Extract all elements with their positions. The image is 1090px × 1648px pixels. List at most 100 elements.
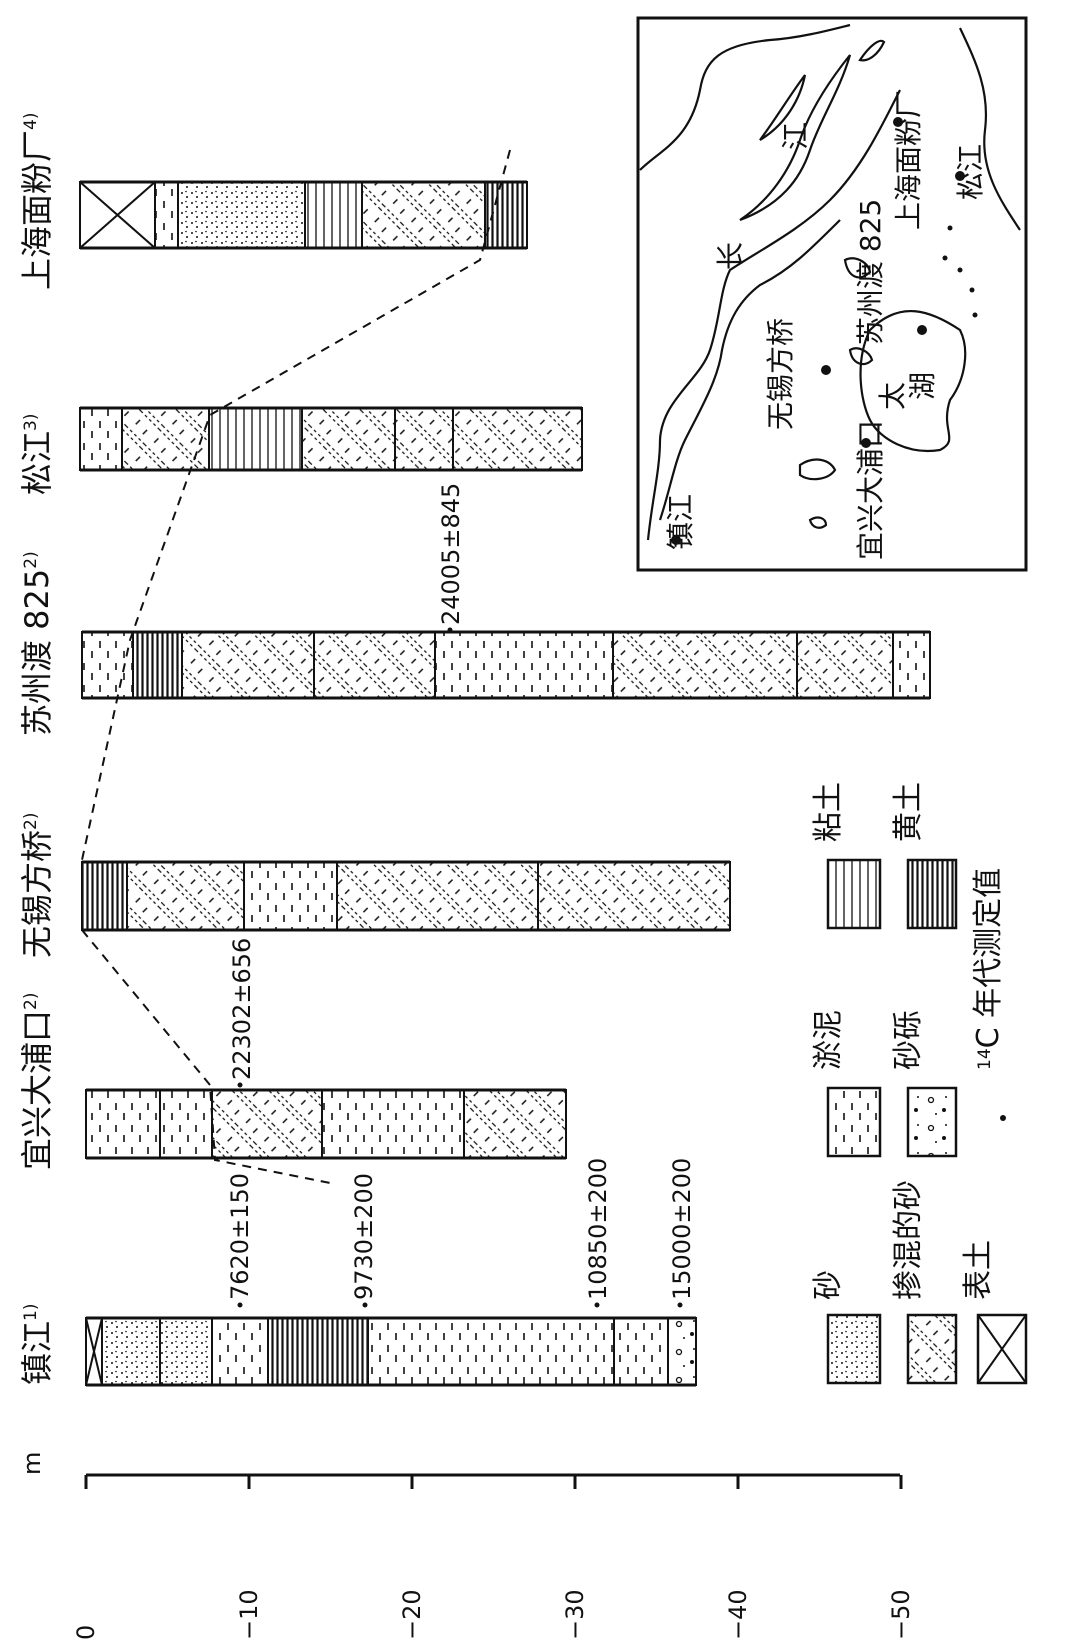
map-island-small bbox=[759, 74, 807, 141]
layer-silt bbox=[243, 861, 338, 931]
c14-dot-symbol bbox=[1000, 1115, 1006, 1121]
legend-swatch-mixed-sand bbox=[906, 1313, 958, 1385]
map-dot-shanghai bbox=[893, 117, 903, 127]
map-dot-zhenjiang bbox=[671, 535, 681, 545]
depth-axis-tick-label: −30 bbox=[561, 1589, 589, 1640]
layer-mixed bbox=[211, 1089, 323, 1159]
layer-mixed bbox=[394, 407, 454, 471]
map-label-yixing: 宜兴大浦口 bbox=[854, 420, 887, 560]
map-dot-songjiang bbox=[955, 171, 965, 181]
layer-mixed bbox=[463, 1089, 567, 1159]
legend-label-sand: 砂 bbox=[811, 1270, 846, 1300]
layer-mixed bbox=[336, 861, 539, 931]
column-label-shanghai: 上海面粉厂4) bbox=[18, 113, 56, 290]
c14-dates: 7620±150 9730±200 10850±200 15000±200 22… bbox=[226, 483, 696, 1308]
layer-mixed bbox=[313, 631, 436, 699]
legend-label-gravel: 砂砾 bbox=[891, 1010, 926, 1070]
layer-sand bbox=[177, 181, 306, 249]
layer-silt bbox=[159, 1089, 213, 1159]
map-site-dots bbox=[671, 117, 978, 545]
map-label-shanghai: 上海面粉厂 bbox=[892, 90, 925, 230]
depth-axis-tick-label: 0 bbox=[72, 1625, 100, 1640]
layer-silt bbox=[154, 181, 179, 249]
topsoil-cross bbox=[79, 181, 156, 249]
date-dot bbox=[677, 1302, 683, 1308]
layer-mixed bbox=[121, 407, 210, 471]
layer-loess bbox=[81, 861, 128, 931]
map-river-bank-south bbox=[646, 89, 901, 541]
layer-mixed bbox=[612, 631, 798, 699]
map-label-zhenjiang: 镇江 bbox=[664, 494, 697, 550]
layer-silt bbox=[321, 1089, 465, 1159]
layer-clay bbox=[208, 407, 303, 471]
map-coast-east bbox=[959, 27, 1021, 231]
depth-axis-tick-label: −20 bbox=[398, 1589, 426, 1640]
date-label-zhenjiang-1: 7620±150 bbox=[226, 1173, 254, 1300]
column-shanghai bbox=[79, 180, 528, 250]
column-songjiang bbox=[79, 406, 583, 472]
date-dot bbox=[362, 1302, 368, 1308]
map-label-lake-1: 太 bbox=[876, 382, 909, 410]
layer-mixed bbox=[796, 631, 894, 699]
layer-clay bbox=[304, 181, 363, 249]
correlation-line-lower bbox=[81, 929, 331, 1184]
legend-label-silt: 淤泥 bbox=[811, 1010, 846, 1070]
inset-map: 镇江 宜兴大浦口 无锡方桥 苏州渡 825 上海面粉厂 松江 长 江 太 湖 bbox=[636, 16, 1028, 572]
layer-mixed bbox=[361, 181, 486, 249]
legend-swatch-silt bbox=[826, 1086, 882, 1158]
date-label-suzhou: 24005±845 bbox=[437, 483, 465, 625]
map-island-tip bbox=[858, 39, 886, 62]
map-lake-dot bbox=[947, 225, 953, 231]
topsoil-cross bbox=[85, 1317, 103, 1386]
layer-silt bbox=[892, 631, 931, 699]
layer-loess bbox=[132, 631, 183, 699]
date-dot bbox=[237, 1302, 243, 1308]
legend-label-clay: 粘土 bbox=[811, 782, 846, 842]
depth-axis-ticks: 0 −10 −20 −30 −40 −50 bbox=[72, 1475, 915, 1640]
column-suzhou bbox=[81, 630, 931, 700]
legend-swatch-loess bbox=[906, 858, 958, 930]
layer-mixed bbox=[301, 407, 396, 471]
correlation-line-upper bbox=[81, 149, 511, 861]
map-label-river-1: 长 bbox=[714, 242, 747, 270]
legend-swatch-sand bbox=[826, 1313, 882, 1385]
map-dot-yixing bbox=[861, 438, 871, 448]
depth-axis-tick-label: −50 bbox=[887, 1589, 915, 1640]
map-label-lake-2: 湖 bbox=[906, 372, 939, 400]
map-river-bank-north bbox=[658, 219, 841, 521]
map-coast-north bbox=[639, 23, 851, 171]
map-label-suzhou: 苏州渡 825 bbox=[854, 199, 887, 345]
date-label-zhenjiang-4: 15000±200 bbox=[668, 1158, 696, 1300]
map-dot-suzhou bbox=[917, 325, 927, 335]
map-label-river-2: 江 bbox=[779, 122, 812, 150]
layer-silt bbox=[85, 1089, 161, 1159]
map-lake-dot bbox=[972, 312, 978, 318]
layer-silt bbox=[613, 1317, 669, 1386]
map-frame bbox=[636, 16, 1028, 572]
legend-swatch-clay bbox=[826, 858, 882, 930]
map-label-songjiang: 松江 bbox=[954, 144, 987, 200]
column-label-wuxi: 无锡方桥2) bbox=[18, 813, 56, 958]
date-label-yixing: 22302±656 bbox=[228, 938, 256, 1080]
layer-mixed bbox=[537, 861, 731, 931]
map-lake-dot bbox=[969, 287, 975, 293]
layer-silt bbox=[211, 1317, 269, 1386]
legend-label-loess: 黄土 bbox=[891, 782, 926, 842]
legend-label-c14: 14C 年代测定值 bbox=[971, 868, 1006, 1070]
depth-axis-tick-label: −40 bbox=[724, 1589, 752, 1640]
depth-axis-unit: m bbox=[18, 1452, 46, 1475]
topsoil-cross bbox=[977, 1314, 1027, 1384]
map-lake-dot bbox=[942, 255, 948, 261]
date-dot bbox=[594, 1302, 600, 1308]
map-lake-dot bbox=[957, 267, 963, 273]
column-label-songjiang: 松江3) bbox=[18, 414, 56, 495]
map-lake-small-3 bbox=[843, 257, 872, 279]
depth-axis-tick-label: −10 bbox=[235, 1589, 263, 1640]
layer-silt bbox=[367, 1317, 615, 1386]
column-wuxi bbox=[81, 860, 731, 932]
map-coastlines bbox=[639, 23, 1021, 541]
legend-label-mixed-sand: 掺混的砂 bbox=[891, 1180, 926, 1300]
date-dot bbox=[237, 1082, 243, 1088]
column-label-suzhou: 苏州渡 8252) bbox=[18, 551, 56, 736]
layer-silt bbox=[434, 631, 614, 699]
